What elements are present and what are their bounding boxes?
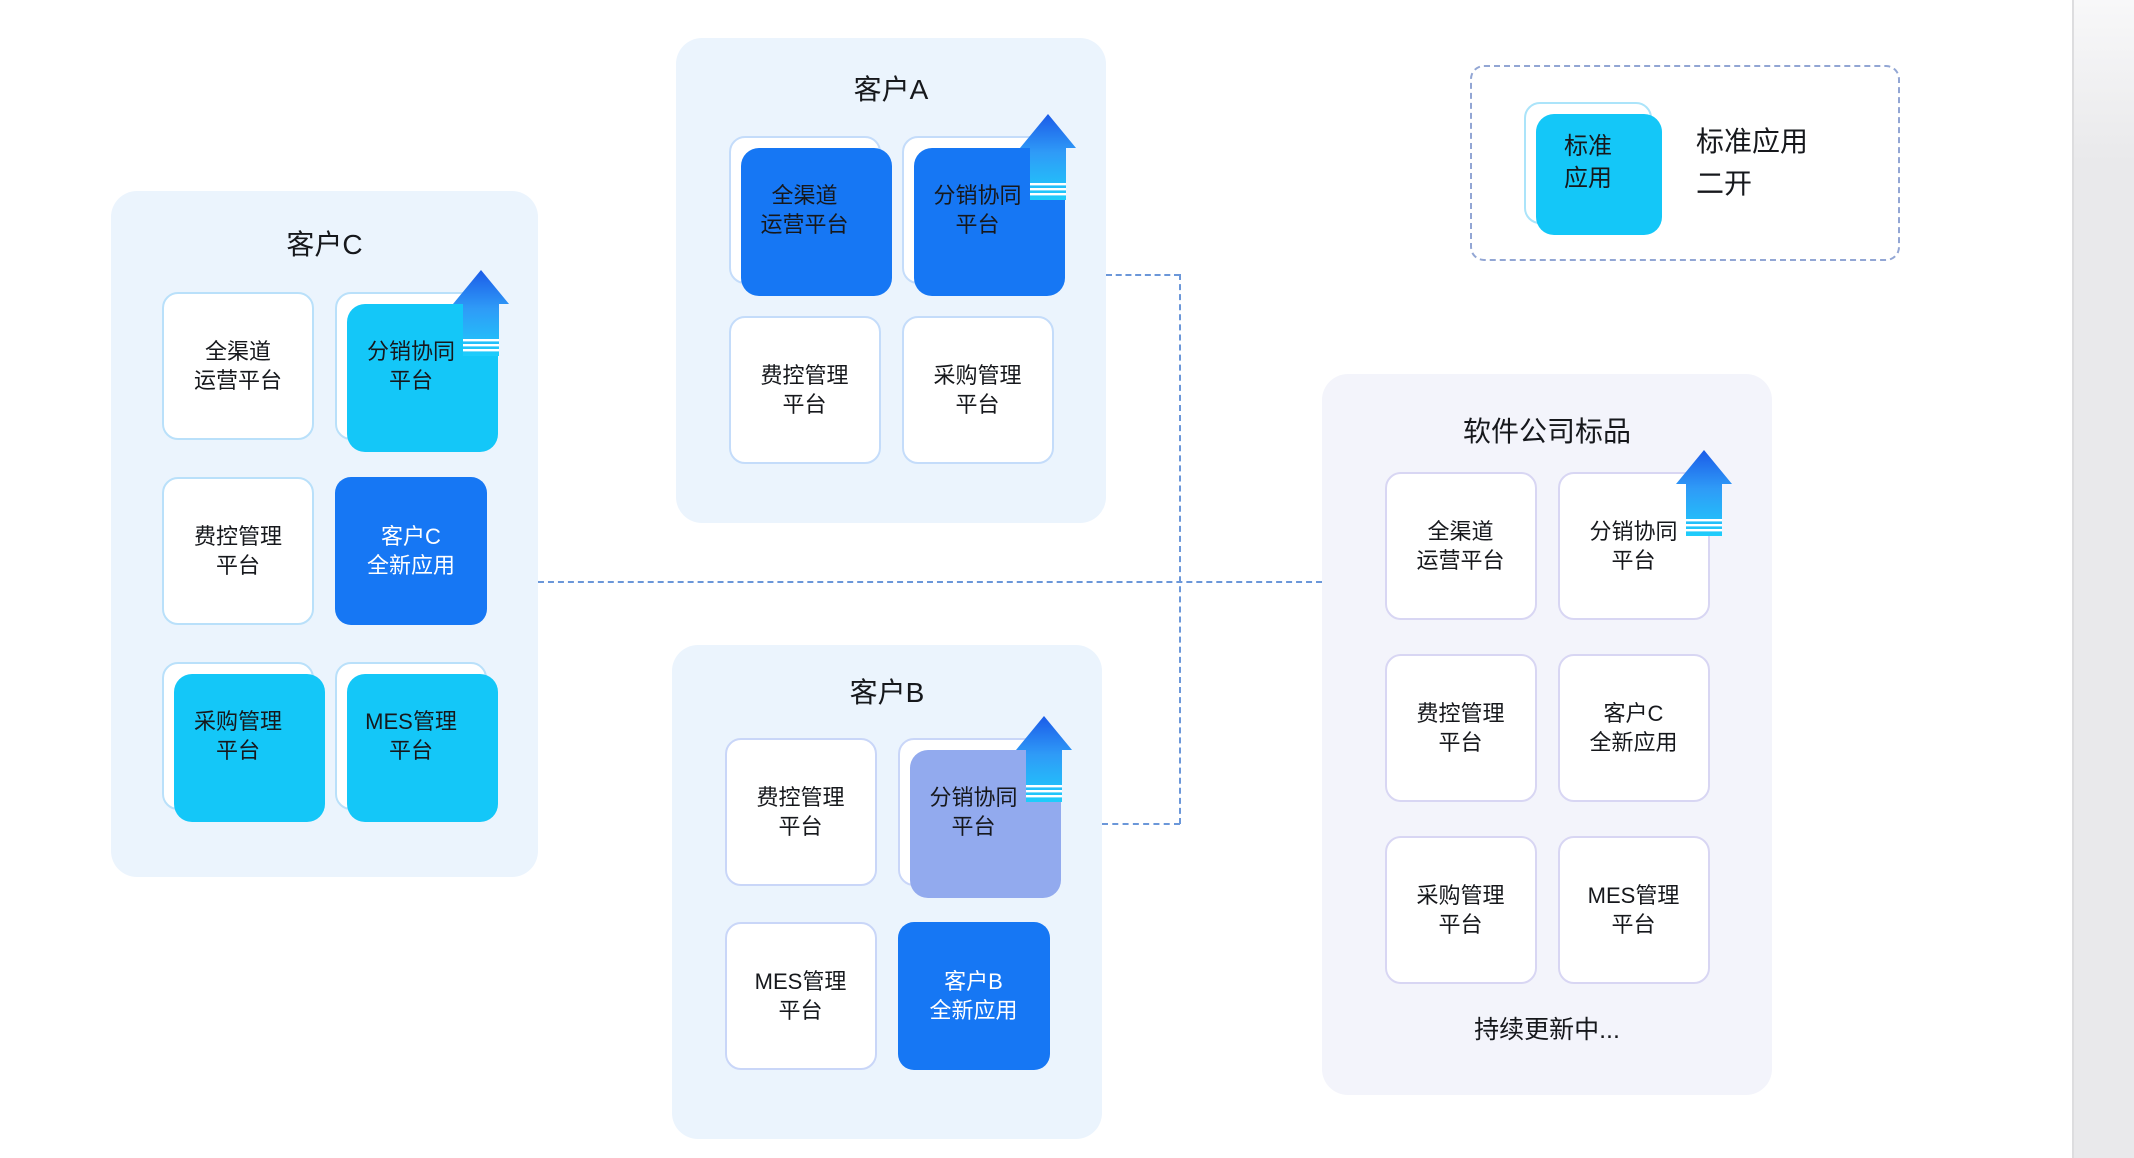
right-gutter xyxy=(2072,0,2134,1158)
card-customer-c-new-app: 客户C 全新应用 xyxy=(335,477,487,625)
connector-customer-b xyxy=(1102,823,1180,825)
card-label: 分销协同 平台 xyxy=(929,784,1018,839)
panel-customer-a: 客户A 全渠道 运营平台 分销协同 平台 费控管理 平台 采购管理 平台 xyxy=(676,38,1106,523)
card-mes-platform: MES管理 平台 xyxy=(724,922,877,1070)
card-distribution-platform: 分销协同 平台 xyxy=(897,716,1072,898)
card-expense-platform: 费控管理 平台 xyxy=(728,316,881,464)
legend: 标准 应用 标准应用 二开 xyxy=(1470,65,1900,261)
panel-customer-a-grid: 全渠道 运营平台 分销协同 平台 费控管理 平台 采购管理 平台 xyxy=(728,114,1076,464)
panel-standard-product: 软件公司标品 全渠道 运营平台 分销协同 平台 费控管理 平台 客户C 全新应用… xyxy=(1322,374,1772,1095)
panel-standard-grid: 全渠道 运营平台 分销协同 平台 费控管理 平台 客户C 全新应用 采购管理 平… xyxy=(1384,450,1732,984)
upgrade-arrow-icon xyxy=(1015,716,1072,802)
card-distribution-platform: 分销协同 平台 xyxy=(1557,450,1732,620)
upgrade-arrow-icon xyxy=(1675,450,1732,536)
card-label: 分销协同 平台 xyxy=(366,338,455,393)
panel-customer-c: 客户C 全渠道 运营平台 分销协同 平台 费控管理 平台 客户C 全新应用 采购… xyxy=(111,191,538,877)
connector-vertical xyxy=(1179,274,1181,824)
card-customer-c-new-app: 客户C 全新应用 xyxy=(1557,654,1710,802)
upgrade-arrow-icon xyxy=(453,270,509,356)
card-customer-b-new-app: 客户B 全新应用 xyxy=(897,922,1050,1070)
connector-customer-c-to-standard xyxy=(538,581,1322,583)
card-label: 分销协同 平台 xyxy=(933,182,1022,237)
connector-customer-a xyxy=(1106,274,1180,276)
card-procurement-platform: 采购管理 平台 xyxy=(162,662,325,822)
panel-customer-b-title: 客户B xyxy=(849,677,925,708)
panel-customer-a-title: 客户A xyxy=(853,74,929,105)
card-distribution-platform: 分销协同 平台 xyxy=(335,270,509,452)
card-expense-platform: 费控管理 平台 xyxy=(724,738,877,886)
card-expense-platform: 费控管理 平台 xyxy=(162,477,314,625)
panel-customer-c-title: 客户C xyxy=(286,229,363,260)
continuous-update-note: 持续更新中... xyxy=(1474,1016,1620,1044)
panel-customer-c-grid: 全渠道 运营平台 分销协同 平台 费控管理 平台 客户C 全新应用 采购管理 平… xyxy=(162,270,509,822)
card-label: 分销协同 平台 xyxy=(1589,518,1678,573)
card-omnichannel-platform: 全渠道 运营平台 xyxy=(728,136,892,296)
card-distribution-platform: 分销协同 平台 xyxy=(901,114,1076,296)
card-procurement-platform: 采购管理 平台 xyxy=(1384,836,1537,984)
panel-standard-title: 软件公司标品 xyxy=(1462,416,1631,447)
card-procurement-platform: 采购管理 平台 xyxy=(901,316,1054,464)
card-mes-platform: MES管理 平台 xyxy=(1557,836,1710,984)
card-omnichannel-platform: 全渠道 运营平台 xyxy=(1384,472,1537,620)
card-omnichannel-platform: 全渠道 运营平台 xyxy=(162,292,314,440)
panel-customer-b-grid: 费控管理 平台 分销协同 平台 MES管理 平台 客户B 全新应用 xyxy=(724,716,1072,1070)
panel-customer-b: 客户B 费控管理 平台 分销协同 平台 MES管理 平台 客户B 全新应用 xyxy=(672,645,1102,1139)
card-expense-platform: 费控管理 平台 xyxy=(1384,654,1537,802)
card-mes-platform: MES管理 平台 xyxy=(335,662,498,822)
legend-standard-app-card: 标准 应用 xyxy=(1524,102,1662,235)
upgrade-arrow-icon xyxy=(1019,114,1076,200)
legend-description: 标准应用 二开 xyxy=(1696,126,1809,199)
